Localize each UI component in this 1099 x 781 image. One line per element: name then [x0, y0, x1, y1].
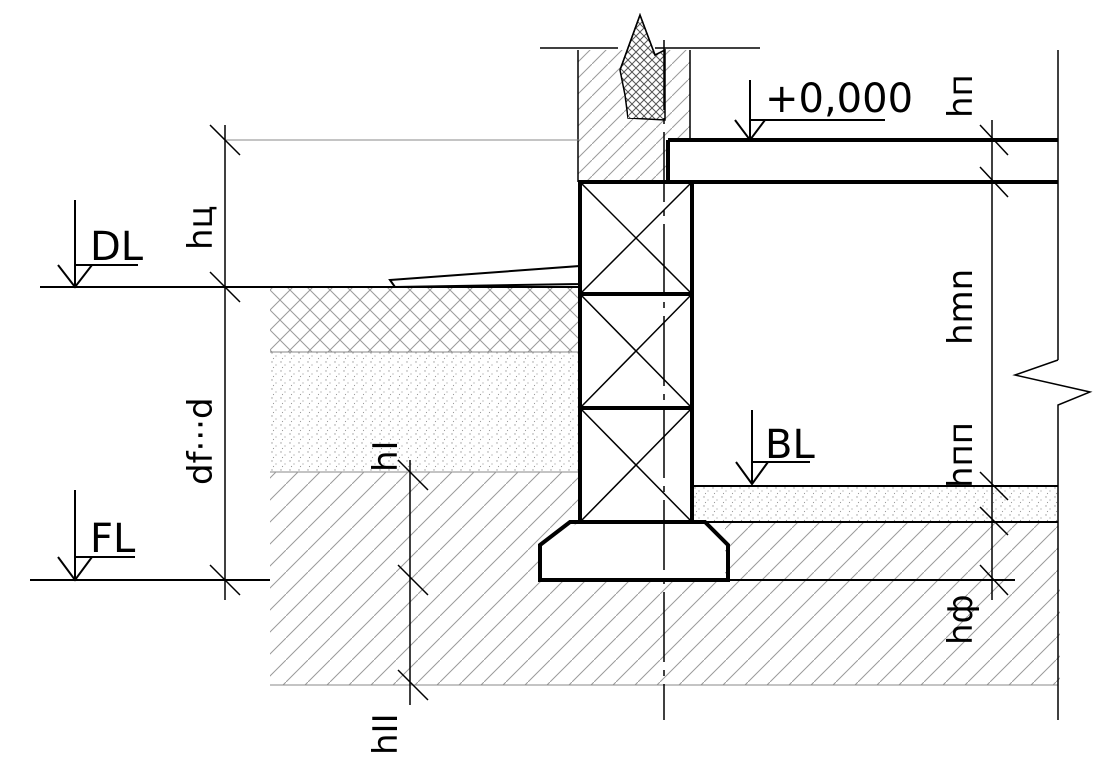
basement-floor-slab — [692, 486, 1058, 522]
level-marker-zero — [734, 80, 885, 142]
dimension-label-h-f: hф — [941, 594, 981, 645]
dimension-label-h-2: hII — [366, 713, 406, 755]
level-marker-bl — [735, 410, 810, 486]
base-soil-right — [725, 522, 1058, 580]
topsoil-layer — [270, 287, 580, 352]
level-marker-fl — [57, 490, 135, 582]
level-label-bl: BL — [765, 422, 815, 468]
level-label-fl: FL — [90, 516, 136, 562]
dimension-label-h-p: hп — [941, 74, 981, 118]
soil-layers — [270, 287, 1060, 686]
base-soil-left — [270, 472, 580, 580]
foundation-blocks — [578, 180, 694, 524]
dimension-label-h-ts: hц — [181, 205, 221, 250]
base-soil-lower — [270, 580, 1060, 685]
level-label-zero: +0,000 — [765, 76, 913, 122]
floor-slab — [666, 138, 1058, 184]
sand-layer — [270, 352, 580, 472]
dimension-label-h-1: hI — [366, 440, 406, 472]
dimension-label-d: df···d — [181, 397, 221, 485]
bearing-layer-dimension — [397, 459, 429, 705]
level-label-dl: DL — [90, 224, 144, 270]
dimension-label-h-pp: hпп — [941, 422, 981, 488]
level-marker-dl — [57, 200, 138, 289]
blind-area — [388, 264, 581, 289]
left-dimension-chain — [209, 124, 241, 600]
dimension-label-h-mn: hmn — [941, 269, 981, 345]
right-dimension-chain — [979, 120, 1009, 600]
foundation-footing — [538, 520, 730, 582]
reference-lines — [30, 50, 1093, 720]
